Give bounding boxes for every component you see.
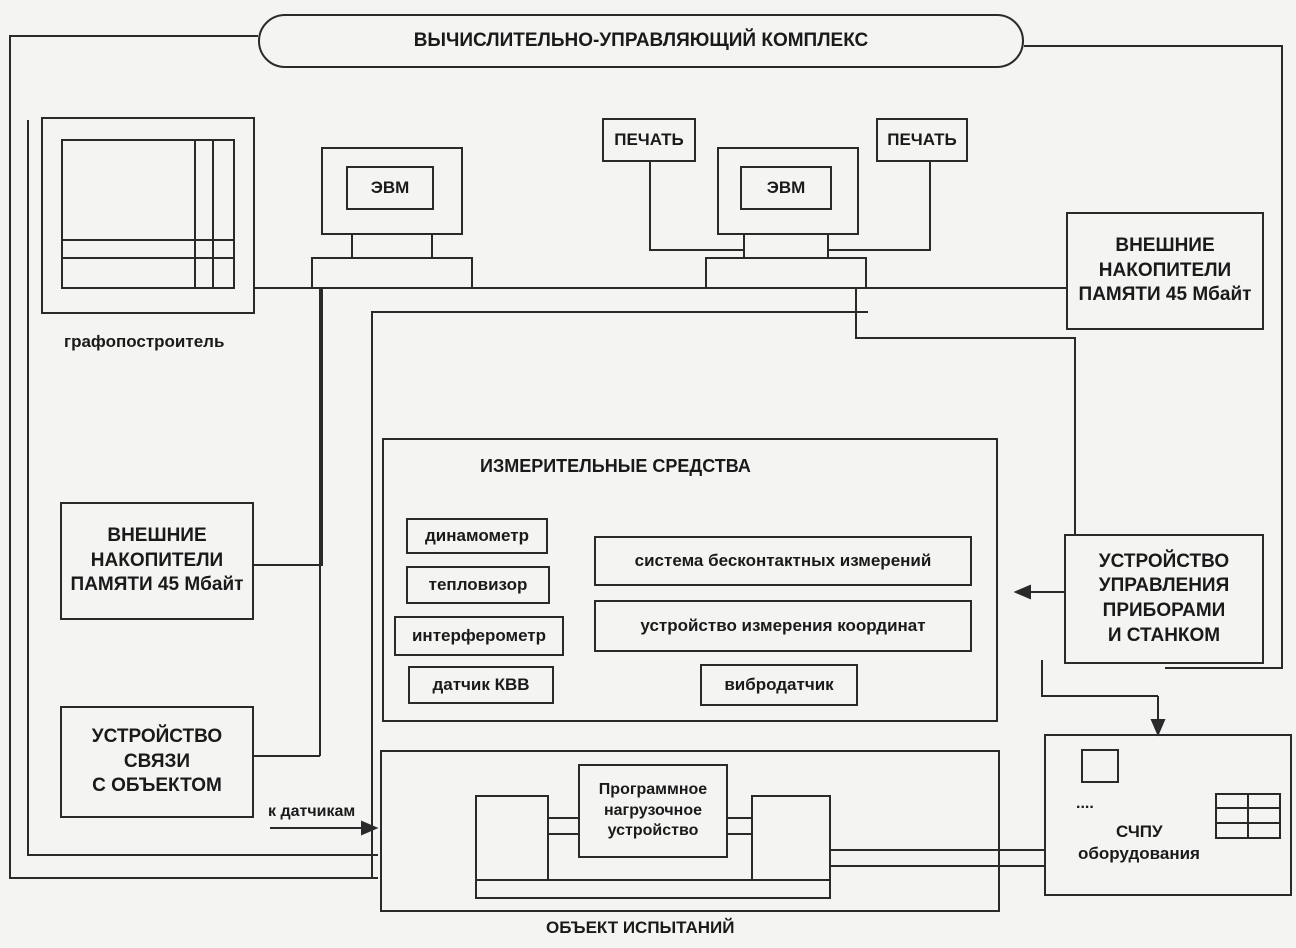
- noncontact-system-box: система бесконтактных измерений: [594, 536, 972, 586]
- storage-right-line-3: ПАМЯТИ 45 Мбайт: [1078, 284, 1252, 306]
- load-device-box: Программное нагрузочное устройство: [578, 764, 728, 858]
- measuring-instruments-panel: ИЗМЕРИТЕЛЬНЫЕ СРЕДСТВА: [382, 438, 998, 722]
- computer-1-label: ЭВМ: [370, 178, 410, 197]
- control-line-2: УПРАВЛЕНИЯ: [1098, 575, 1230, 597]
- control-line-1: УСТРОЙСТВО: [1098, 550, 1230, 572]
- comm-line-3: С ОБЪЕКТОМ: [92, 775, 222, 797]
- printer-left-label: ПЕЧАТЬ: [614, 130, 684, 149]
- computing-complex-title: ВЫЧИСЛИТЕЛЬНО-УПРАВЛЯЮЩИЙ КОМПЛЕКС: [413, 29, 869, 51]
- load-line-1: Программное: [598, 780, 708, 798]
- bus-left-inner: [27, 120, 378, 856]
- storage-left-line-3: ПАМЯТИ 45 Мбайт: [70, 574, 244, 596]
- control-line-3: ПРИБОРАМИ: [1102, 600, 1226, 621]
- coordinate-device-label: устройство измерения координат: [640, 616, 926, 635]
- load-line-3: устройство: [607, 822, 699, 840]
- storage-right-line-2: НАКОПИТЕЛИ: [1098, 259, 1232, 281]
- test-object-frame: [380, 750, 1000, 912]
- thermal-imager-box: тепловизор: [406, 566, 550, 604]
- kvv-sensor-box: датчик КВВ: [408, 666, 554, 704]
- computer-1-screen: ЭВМ: [346, 166, 434, 210]
- computer-2-screen: ЭВМ: [740, 166, 832, 210]
- external-storage-left: ВНЕШНИЕ НАКОПИТЕЛИ ПАМЯТИ 45 Мбайт: [60, 502, 254, 620]
- cnc-dots: ....: [1076, 795, 1094, 812]
- storage-left-line-1: ВНЕШНИЕ: [107, 524, 207, 546]
- noncontact-system-label: система бесконтактных измерений: [634, 551, 932, 570]
- dynamometer-box: динамометр: [406, 518, 548, 554]
- external-storage-right: ВНЕШНИЕ НАКОПИТЕЛИ ПАМЯТИ 45 Мбайт: [1066, 212, 1264, 330]
- measuring-title: ИЗМЕРИТЕЛЬНЫЕ СРЕДСТВА: [480, 456, 751, 476]
- test-object-label: ОБЪЕКТ ИСПЫТАНИЙ: [546, 918, 735, 937]
- instrument-control-device: УСТРОЙСТВО УПРАВЛЕНИЯ ПРИБОРАМИ И СТАНКО…: [1064, 534, 1264, 664]
- vibration-sensor-label: вибродатчик: [724, 675, 834, 694]
- dynamometer-label: динамометр: [425, 526, 529, 545]
- control-line-4: И СТАНКОМ: [1107, 624, 1221, 646]
- vibration-sensor-box: вибродатчик: [700, 664, 858, 706]
- storage-left-line-2: НАКОПИТЕЛИ: [90, 549, 224, 571]
- cnc-subtitle: оборудования: [1078, 844, 1200, 863]
- plotter-screen: [61, 139, 235, 289]
- storage-right-line-1: ВНЕШНИЕ: [1115, 234, 1215, 256]
- interferometer-box: интерферометр: [394, 616, 564, 656]
- kvv-sensor-label: датчик КВВ: [432, 675, 530, 694]
- interferometer-label: интерферометр: [411, 626, 547, 645]
- printer-right-label: ПЕЧАТЬ: [887, 130, 957, 149]
- plotter-label: графопостроитель: [64, 332, 225, 351]
- comm-line-2: СВЯЗИ: [123, 750, 191, 772]
- printer-right: ПЕЧАТЬ: [876, 118, 968, 162]
- plotter-frame: [41, 117, 255, 314]
- object-communication-device: УСТРОЙСТВО СВЯЗИ С ОБЪЕКТОМ: [60, 706, 254, 818]
- coordinate-device-box: устройство измерения координат: [594, 600, 972, 652]
- computing-complex-banner: ВЫЧИСЛИТЕЛЬНО-УПРАВЛЯЮЩИЙ КОМПЛЕКС: [258, 14, 1024, 68]
- computer-2-label: ЭВМ: [766, 178, 806, 197]
- bus-left-outer: [9, 35, 378, 879]
- to-sensors-label: к датчикам: [268, 803, 356, 820]
- thermal-imager-label: тепловизор: [428, 575, 528, 594]
- cnc-title: СЧПУ: [1116, 822, 1163, 841]
- comm-line-1: УСТРОЙСТВО: [91, 725, 223, 747]
- cnc-equipment-box: .... СЧПУ оборудования: [1044, 734, 1292, 896]
- load-line-2: нагрузочное: [603, 801, 703, 819]
- bus-right-outer: [1024, 45, 1283, 669]
- printer-left: ПЕЧАТЬ: [602, 118, 696, 162]
